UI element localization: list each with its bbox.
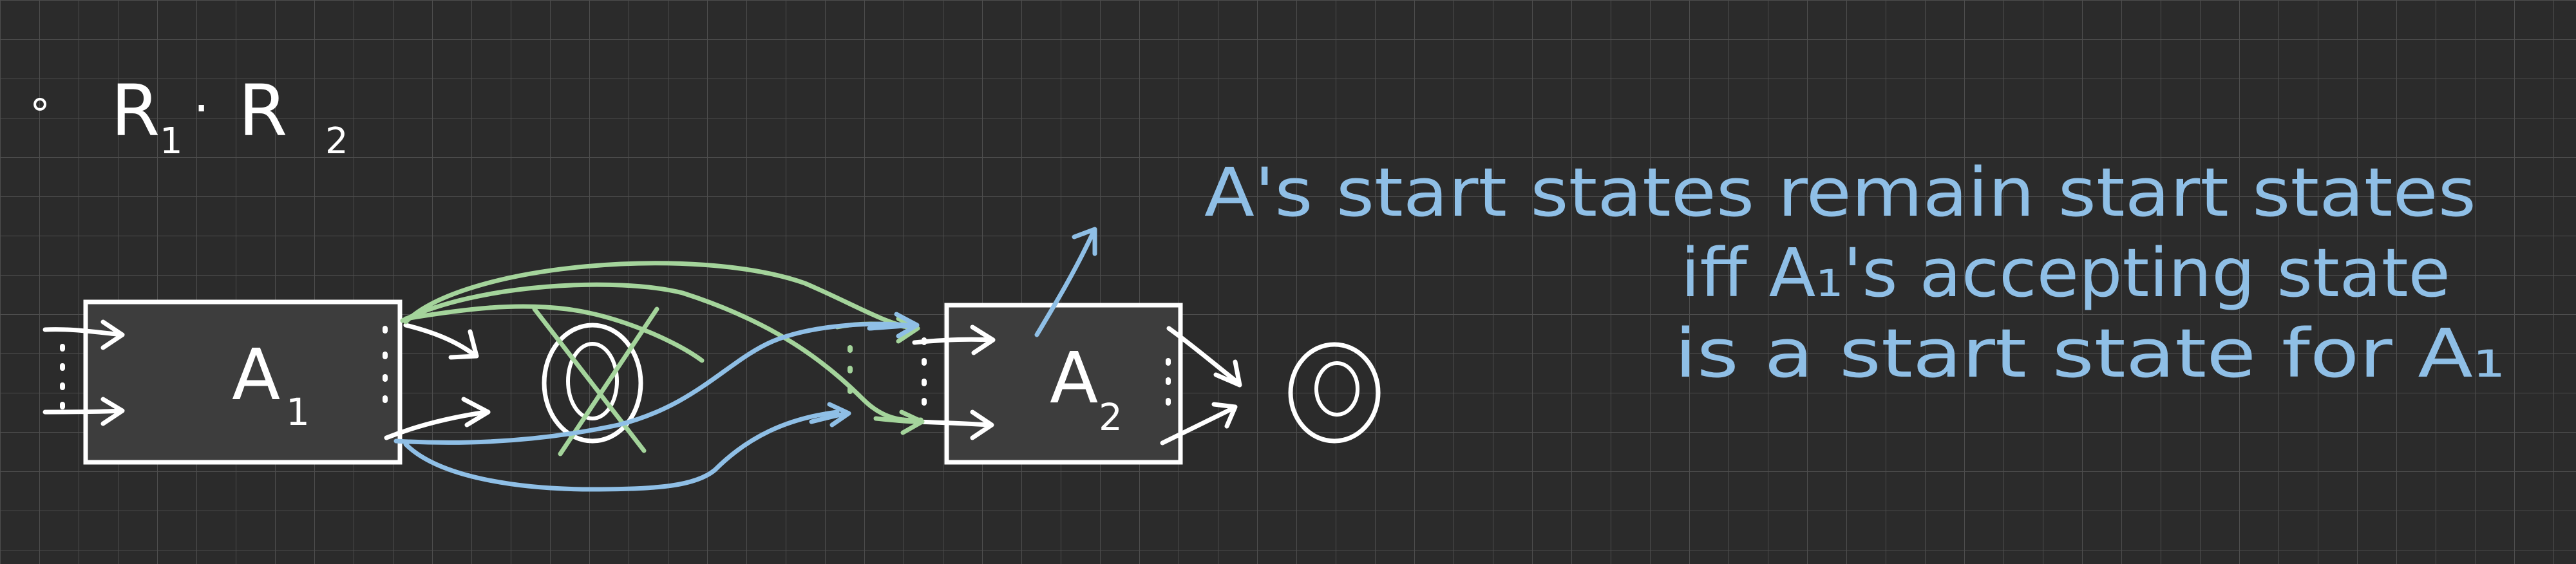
a2-output-arrow-bottom (1160, 402, 1238, 446)
a1-output-arrow-bottom (384, 397, 491, 440)
heading-concat-dot: · (193, 79, 209, 138)
automaton-a2: A 2 (922, 303, 1183, 465)
automaton-a2-box (944, 303, 1183, 465)
start-state-note: A's start states remain start states iff… (1204, 153, 2505, 393)
removed-accept-outer-circle (542, 323, 643, 444)
automaton-a1-subscript: 1 (286, 390, 310, 434)
green-arrow-bottom (873, 409, 925, 435)
automaton-a1-box (83, 299, 402, 465)
blue-curve-2 (403, 409, 840, 492)
a2-input-arrow-top (912, 324, 996, 355)
heading-r1-subscript: 1 (160, 120, 183, 162)
removed-accept-cross (532, 306, 659, 456)
heading-r2-subscript: 2 (325, 120, 348, 162)
removed-accept-state (532, 306, 659, 456)
a1-input-arrow-bottom (43, 397, 125, 426)
blue-arrow-top (867, 312, 920, 339)
final-accept-inner-circle (1314, 361, 1359, 417)
automaton-a1: A 1 (60, 299, 402, 465)
heading-r1: R (111, 70, 160, 152)
blue-start-arrow (1034, 227, 1097, 337)
note-line-1: A's start states remain start states (1204, 153, 2476, 232)
a1-input-arrow-top (43, 319, 125, 350)
automaton-a2-subscript: 2 (1099, 395, 1122, 439)
automaton-a2-label: A (1050, 337, 1098, 419)
final-accept-state (1288, 342, 1381, 444)
green-curve-3 (403, 304, 705, 363)
green-transitions (400, 261, 925, 435)
heading-r2: R (238, 70, 287, 152)
white-transition-arrows (43, 319, 1242, 446)
blue-transitions (393, 227, 1097, 492)
green-curve-2 (400, 282, 923, 423)
final-accept-outer-circle (1288, 342, 1381, 444)
a2-output-arrow-top (1166, 326, 1242, 388)
heading-bullet: ∘ (27, 80, 53, 127)
blue-curve-1 (393, 321, 911, 445)
blue-arrow-mid (809, 402, 851, 428)
automaton-a1-label: A (232, 334, 280, 416)
green-curve-1 (403, 261, 911, 330)
note-line-3: is a start state for A₁ (1674, 314, 2505, 393)
note-line-2: iff A₁'s accepting state (1681, 234, 2450, 312)
concatenation-heading: ∘ R 1 · R 2 (27, 70, 348, 162)
removed-accept-inner-circle (566, 342, 619, 420)
a1-output-arrow-top (403, 323, 479, 360)
